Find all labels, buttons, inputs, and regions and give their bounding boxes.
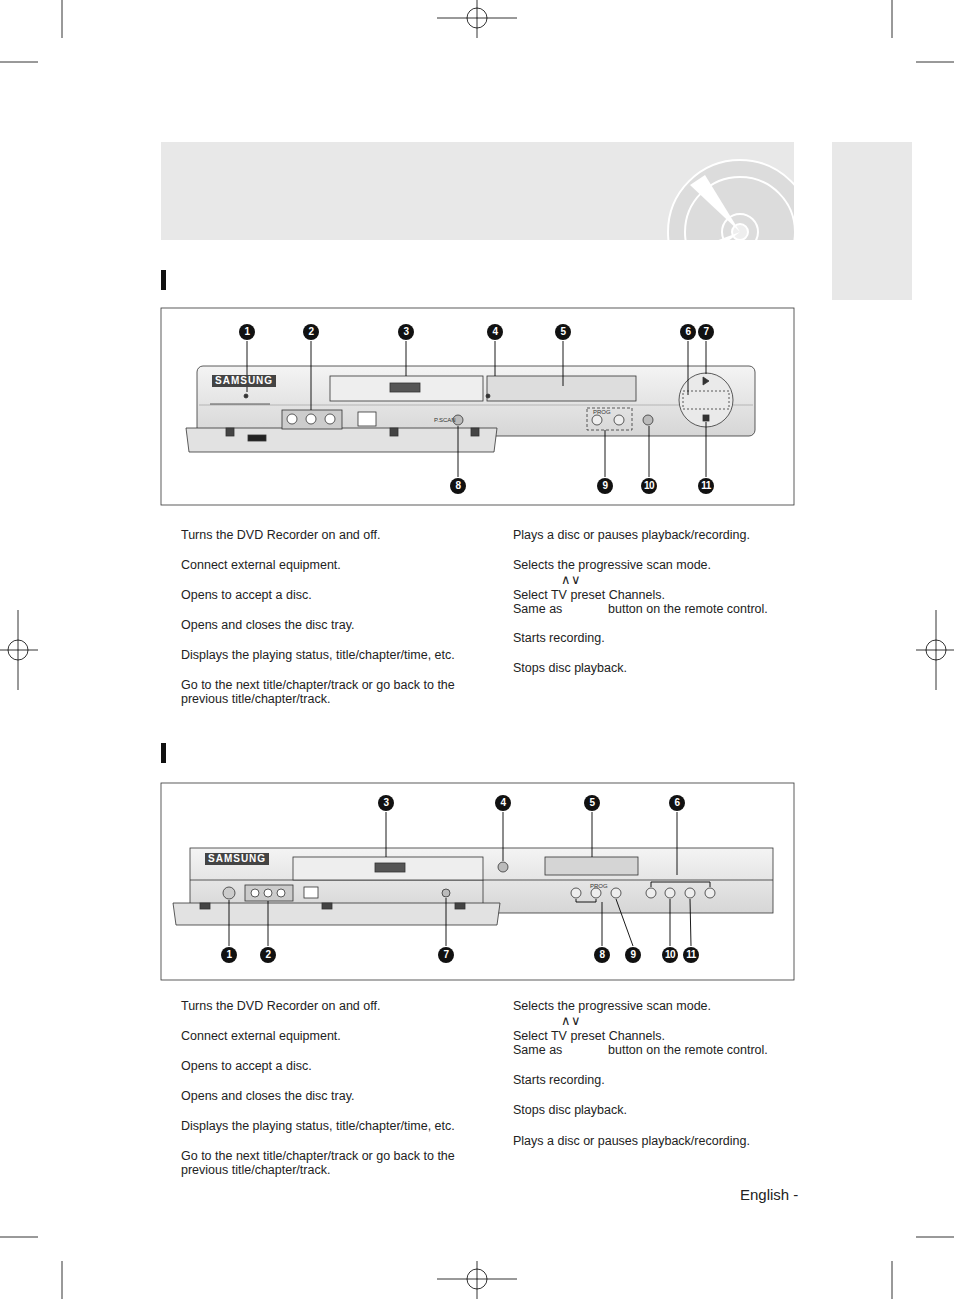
callout-number: 11 xyxy=(683,947,699,963)
description-text: Select TV preset Channels. xyxy=(513,588,665,602)
description-text: Turns the DVD Recorder on and off. xyxy=(181,528,380,542)
callout-number: 1 xyxy=(239,324,255,340)
side-tab xyxy=(832,142,912,300)
description-text: Plays a disc or pauses playback/recordin… xyxy=(513,528,750,542)
description-text: ∧∨ xyxy=(561,1014,581,1028)
callout-number: 4 xyxy=(487,324,503,340)
callout-number: 5 xyxy=(555,324,571,340)
callout-number: 3 xyxy=(378,795,394,811)
callout-number: 4 xyxy=(495,795,511,811)
dvd-recorder-front-2 xyxy=(173,848,773,925)
description-text: Stops disc playback. xyxy=(513,661,627,675)
figure-frame xyxy=(161,308,794,505)
callout-number: 9 xyxy=(597,478,613,494)
description-text: button on the remote control. xyxy=(608,1043,768,1057)
callout-number: 8 xyxy=(594,947,610,963)
description-text: Opens to accept a disc. xyxy=(181,588,312,602)
callout-number: 2 xyxy=(260,947,276,963)
brand-logo: SAMSUNG xyxy=(205,853,269,865)
description-text: Opens to accept a disc. xyxy=(181,1059,312,1073)
panel-marking: PROG xyxy=(593,409,611,416)
description-text: Displays the playing status, title/chapt… xyxy=(181,1119,455,1133)
callout-number: 6 xyxy=(680,324,696,340)
callout-number: 1 xyxy=(221,947,237,963)
description-text: Starts recording. xyxy=(513,1073,605,1087)
callout-number: 7 xyxy=(438,947,454,963)
callout-number: 3 xyxy=(398,324,414,340)
description-text: Plays a disc or pauses playback/recordin… xyxy=(513,1134,750,1148)
page-footer: English - xyxy=(740,1186,798,1203)
description-text: Opens and closes the disc tray. xyxy=(181,618,354,632)
leader-lines xyxy=(247,341,706,477)
description-text: Stops disc playback. xyxy=(513,1103,627,1117)
description-text: Displays the playing status, title/chapt… xyxy=(181,648,455,662)
description-text: Turns the DVD Recorder on and off. xyxy=(181,999,380,1013)
description-text: Select TV preset Channels. xyxy=(513,1029,665,1043)
description-text: Opens and closes the disc tray. xyxy=(181,1089,354,1103)
callout-number: 10 xyxy=(662,947,678,963)
description-text: Connect external equipment. xyxy=(181,558,341,572)
description-text: Selects the progressive scan mode. xyxy=(513,558,711,572)
brand-logo: SAMSUNG xyxy=(212,375,276,387)
description-text: Same as xyxy=(513,602,562,616)
callout-number: 7 xyxy=(698,324,714,340)
section-marker xyxy=(161,743,166,763)
description-text: Selects the progressive scan mode. xyxy=(513,999,711,1013)
callout-number: 8 xyxy=(450,478,466,494)
description-text: Starts recording. xyxy=(513,631,605,645)
leader-lines xyxy=(229,812,710,946)
disc-graphic xyxy=(668,160,812,304)
description-text: ∧∨ xyxy=(561,573,581,587)
dvd-recorder-front-1 xyxy=(186,366,755,452)
figure-frame xyxy=(161,783,794,980)
description-text: Connect external equipment. xyxy=(181,1029,341,1043)
description-text: Go to the next title/chapter/track or go… xyxy=(181,1149,476,1177)
callout-number: 10 xyxy=(641,478,657,494)
panel-marking: P.SCAN xyxy=(434,417,456,424)
panel-marking: PROG xyxy=(590,883,608,890)
description-text: Go to the next title/chapter/track or go… xyxy=(181,678,476,706)
callout-number: 6 xyxy=(669,795,685,811)
section-marker xyxy=(161,270,166,290)
callout-number: 2 xyxy=(303,324,319,340)
callout-number: 5 xyxy=(584,795,600,811)
description-text: button on the remote control. xyxy=(608,602,768,616)
callout-number: 11 xyxy=(698,478,714,494)
callout-number: 9 xyxy=(625,947,641,963)
description-text: Same as xyxy=(513,1043,562,1057)
